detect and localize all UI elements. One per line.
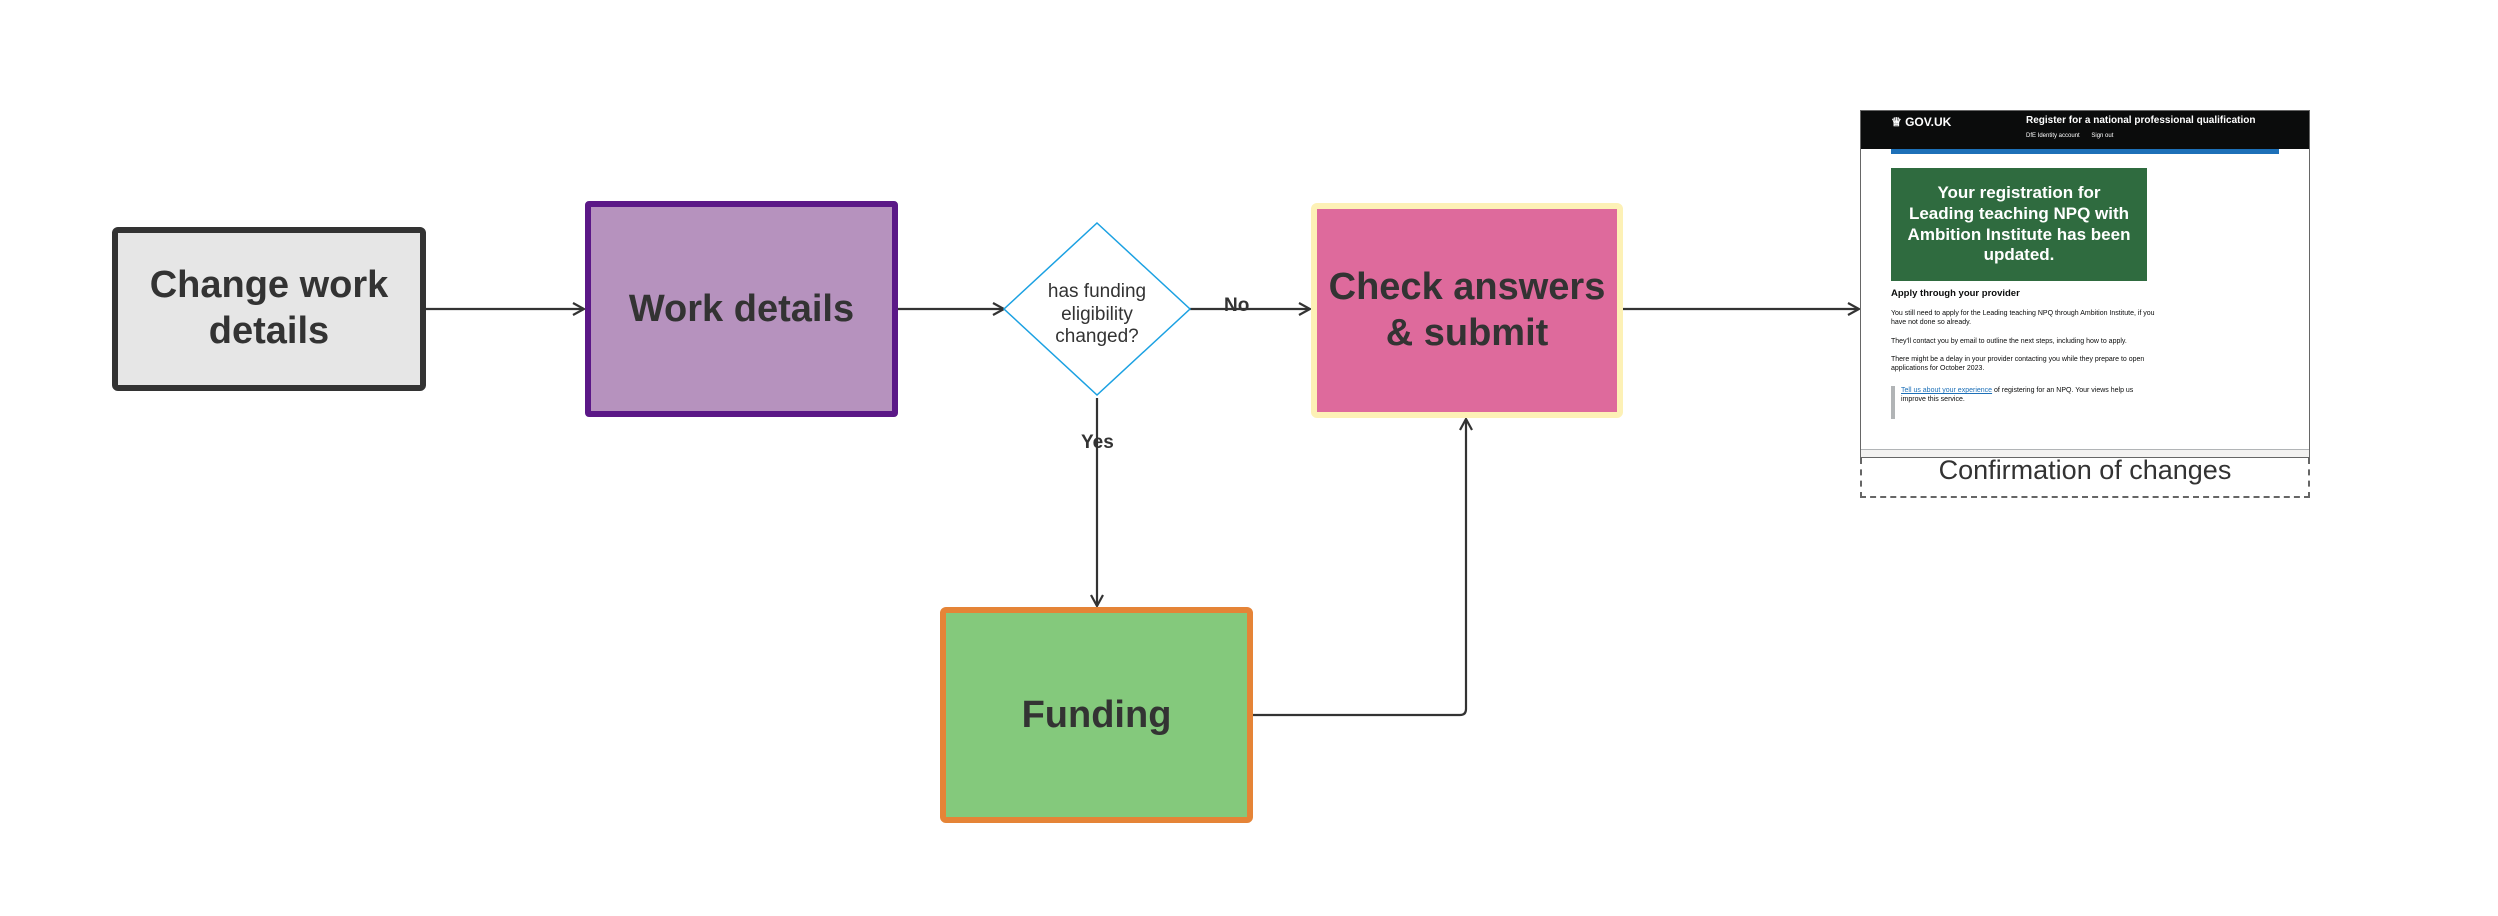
confirmation-heading: Apply through your provider	[1891, 288, 2020, 299]
edge-funding-to-check	[1253, 419, 1466, 717]
node-check-answers-label: Check answers & submit	[1328, 265, 1606, 354]
feedback-inset: Tell us about your experience of registe…	[1891, 386, 2156, 419]
feedback-text: of registering for an NPQ. Your views he…	[1901, 387, 2134, 404]
node-change-work-details: Change work details	[112, 227, 426, 391]
confirmation-paragraph-1: You still need to apply for the Leading …	[1891, 310, 2155, 327]
node-work-details-label: Work details	[628, 287, 855, 330]
thumb-footer	[1861, 449, 2309, 457]
service-name: Register for a national professional qua…	[2026, 115, 2256, 126]
header-link-identity: DfE Identity account	[2026, 133, 2080, 139]
node-check-answers: Check answers & submit	[1311, 203, 1623, 418]
confirmation-panel: Your registration for Leading teaching N…	[1891, 168, 2147, 281]
node-funding: Funding	[940, 607, 1253, 823]
decision-label: has funding eligibility changed?	[1047, 281, 1147, 348]
edge-label-no: No	[1224, 295, 1250, 316]
node-funding-label: Funding	[1021, 693, 1172, 736]
govuk-logo: ♕ GOV.UK	[1891, 115, 1952, 129]
header-links: DfE Identity account Sign out	[2026, 133, 2123, 139]
header-link-sign-out: Sign out	[2091, 133, 2114, 139]
confirmation-paragraph-2: They'll contact you by email to outline …	[1891, 338, 2127, 345]
edge-label-yes: Yes	[1081, 432, 1114, 453]
decision-diamond	[1002, 221, 1192, 397]
govuk-header: ♕ GOV.UK Register for a national profess…	[1861, 111, 2309, 149]
screenshot-caption: Confirmation of changes	[1860, 457, 2310, 498]
govuk-logo-text: GOV.UK	[1905, 115, 1952, 129]
feedback-link: Tell us about your experience	[1901, 387, 1993, 394]
confirmation-paragraph-3: There might be a delay in your provider …	[1891, 356, 2145, 373]
node-change-work-details-label: Change work details	[149, 264, 389, 352]
confirmation-screenshot: ♕ GOV.UK Register for a national profess…	[1860, 110, 2310, 458]
header-blue-bar	[1891, 149, 2279, 154]
node-work-details: Work details	[585, 201, 898, 417]
